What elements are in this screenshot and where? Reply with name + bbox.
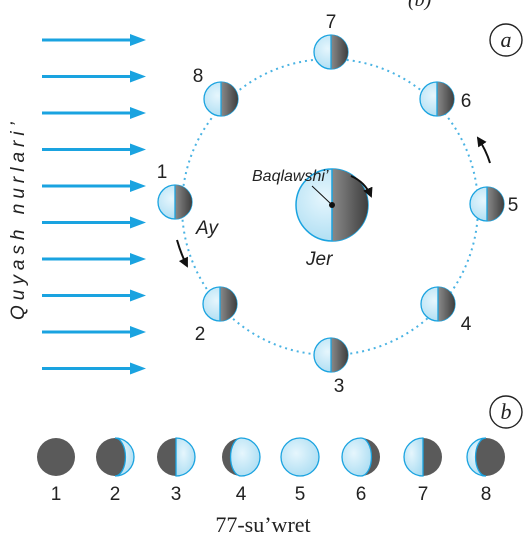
earth-rotation-arrow — [350, 175, 373, 198]
phase-number: 6 — [356, 484, 367, 505]
orbit-position-number: 3 — [334, 376, 345, 397]
orbit-moon — [419, 81, 455, 117]
moon-phase — [466, 437, 505, 477]
earth-label: Jer — [305, 249, 333, 270]
pole-pointer-line — [311, 185, 331, 204]
orbit-moons: 1 2 3 4 5 6 7 8 — [157, 12, 519, 397]
orbit-moon — [203, 81, 239, 117]
orbit-position-number: 2 — [195, 324, 206, 345]
panel-b-label: b — [501, 399, 512, 424]
sunlight-label: Quyash nurlari’ — [8, 117, 29, 320]
moon-phase — [37, 438, 75, 476]
moon-phase — [157, 437, 196, 477]
moon-label: Ay — [195, 218, 220, 239]
phase-number: 7 — [418, 484, 429, 505]
panel-a-label: a — [501, 27, 512, 52]
phase-number: 5 — [295, 484, 306, 505]
orbit-position-number: 6 — [461, 91, 472, 112]
moon-phase — [403, 437, 442, 477]
orbit-moon — [313, 337, 349, 373]
orbit-position-number: 1 — [157, 162, 168, 183]
sun-ray-arrow — [42, 289, 146, 302]
moon-phase — [96, 437, 135, 477]
sun-ray-arrow — [42, 143, 146, 156]
orbit-moon — [469, 186, 505, 222]
phase-number: 2 — [110, 484, 121, 505]
moon-phase — [280, 437, 320, 477]
orbit-moon — [420, 286, 456, 322]
figure-caption: 77-su’wret — [215, 512, 310, 537]
sun-ray-arrow — [42, 34, 146, 46]
panel-a-badge: a — [489, 23, 523, 57]
orbit-position-number: 5 — [508, 195, 519, 216]
phase-number: 4 — [236, 484, 247, 505]
orbit-moon — [202, 286, 238, 322]
phase-row: 1 2 3 4 5 6 7 8 — [37, 437, 505, 505]
sun-ray-arrow — [42, 326, 146, 338]
moon-phase — [341, 437, 380, 477]
sun-ray-arrow — [42, 362, 146, 375]
orbit-position-number: 8 — [193, 66, 204, 87]
phase-number: 8 — [481, 484, 492, 505]
north-pole-dot — [329, 202, 335, 208]
sun-ray-arrow — [42, 70, 146, 83]
sun-ray-arrow — [42, 107, 146, 119]
phase-number: 3 — [171, 484, 182, 505]
orbit-position-number: 7 — [326, 12, 337, 33]
phase-number: 1 — [51, 484, 62, 505]
orbit-moon — [313, 34, 349, 70]
sun-ray-arrow — [42, 216, 146, 229]
pole-label: Baqlawshi’ — [252, 168, 329, 185]
orbit-moon — [157, 184, 193, 220]
orbit-position-number: 4 — [461, 314, 472, 335]
sun-ray-arrow — [42, 180, 146, 192]
header-partial-text: (b) — [408, 0, 432, 11]
panel-b-badge: b — [489, 395, 523, 429]
orbit-direction-arrow-left — [176, 239, 188, 268]
orbit-direction-arrow-right — [476, 136, 491, 164]
moon-phase — [222, 437, 261, 477]
sun-rays — [42, 34, 146, 375]
sun-ray-arrow — [42, 253, 146, 265]
